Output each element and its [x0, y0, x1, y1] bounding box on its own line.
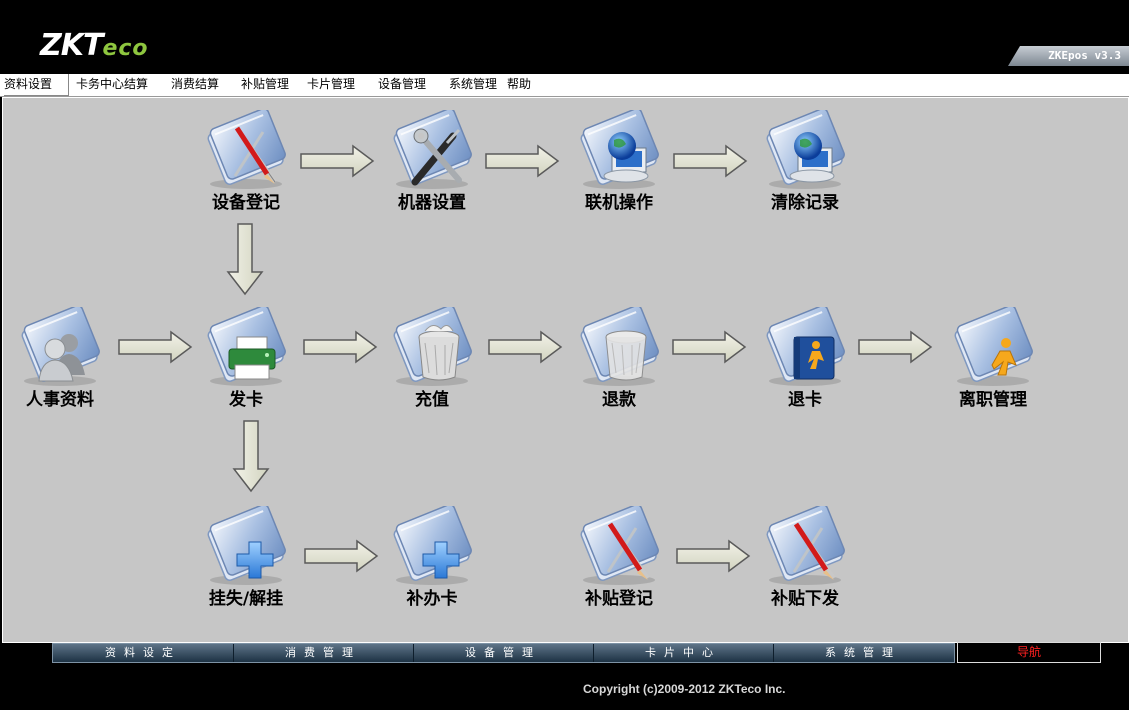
node-report-loss[interactable]: 挂失/解挂 — [191, 506, 301, 609]
node-return-card[interactable]: 退卡 — [750, 307, 860, 410]
arrow-right — [858, 330, 933, 364]
node-label: 挂失/解挂 — [208, 589, 284, 609]
runner-icon — [948, 307, 1038, 387]
node-label: 退款 — [602, 390, 636, 410]
menu-system-management[interactable]: 系统管理 — [449, 77, 498, 91]
node-label: 发卡 — [229, 390, 263, 410]
arrow-right — [673, 144, 748, 178]
node-label: 充值 — [415, 390, 449, 410]
pencil-ruler-icon — [760, 506, 850, 586]
plus-icon — [201, 506, 291, 586]
footer-tab-consumption[interactable]: 消费管理 — [233, 644, 414, 662]
menu-help[interactable]: 帮助 — [507, 77, 532, 91]
plus-icon — [387, 506, 477, 586]
node-label: 补贴下发 — [771, 589, 839, 609]
trash-empty-icon — [574, 307, 664, 387]
node-personnel[interactable]: 人事资料 — [5, 307, 115, 410]
menu-card-center-settlement[interactable]: 卡务中心结算 — [76, 77, 149, 91]
footer-tab-card-center[interactable]: 卡片中心 — [593, 644, 774, 662]
globe-computer-icon — [574, 110, 664, 190]
pencil-ruler-icon — [574, 506, 664, 586]
node-resignation[interactable]: 离职管理 — [938, 307, 1048, 410]
node-label: 补办卡 — [406, 589, 458, 609]
node-label: 人事资料 — [26, 390, 94, 410]
node-refund[interactable]: 退款 — [564, 307, 674, 410]
node-recharge[interactable]: 充值 — [377, 307, 487, 410]
zkteco-logo: ZKTeco — [40, 28, 149, 63]
arrow-right — [300, 144, 375, 178]
arrow-right — [488, 330, 563, 364]
node-replace-card[interactable]: 补办卡 — [377, 506, 487, 609]
menu-consumption-settlement[interactable]: 消费结算 — [171, 77, 220, 91]
menu-data-settings[interactable]: 资料设置 — [4, 74, 70, 96]
pencil-ruler-icon — [201, 110, 291, 190]
arrow-right — [118, 330, 193, 364]
arrow-right — [304, 539, 379, 573]
node-subsidy-register[interactable]: 补贴登记 — [564, 506, 674, 609]
arrow-right — [485, 144, 560, 178]
flow-panel: 设备登记 机器设置 联机操作 — [2, 97, 1129, 643]
wrench-screwdriver-icon — [387, 110, 477, 190]
node-label: 退卡 — [788, 390, 822, 410]
node-label: 离职管理 — [959, 390, 1027, 410]
arrow-right — [676, 539, 751, 573]
node-subsidy-issue[interactable]: 补贴下发 — [750, 506, 860, 609]
navigation-button[interactable]: 导航 — [957, 642, 1101, 663]
users-icon — [15, 307, 105, 387]
footer-tab-system[interactable]: 系统管理 — [825, 646, 901, 659]
book-runner-icon — [760, 307, 850, 387]
footer-tab-bar: 资料设定 消费管理 设备管理 卡片中心 系统管理 — [52, 643, 955, 663]
node-label: 清除记录 — [771, 193, 839, 213]
node-device-register[interactable]: 设备登记 — [191, 110, 301, 213]
node-label: 机器设置 — [398, 193, 466, 213]
menu-bar: 资料设置 卡务中心结算 消费结算 补贴管理 卡片管理 设备管理 系统管理 帮助 — [0, 74, 1129, 97]
arrow-right — [672, 330, 747, 364]
menu-card-management[interactable]: 卡片管理 — [307, 77, 356, 91]
node-clear-records[interactable]: 清除记录 — [750, 110, 860, 213]
node-issue-card[interactable]: 发卡 — [191, 307, 301, 410]
version-badge: ZKEpos v3.3 — [1008, 46, 1129, 66]
node-label: 联机操作 — [585, 193, 653, 213]
app-header: ZKTeco ZKEpos v3.3 — [0, 0, 1129, 74]
arrow-down — [232, 420, 270, 493]
footer-tab-data-settings[interactable]: 资料设定 — [53, 644, 234, 662]
node-label: 补贴登记 — [585, 589, 653, 609]
globe-computer-icon — [760, 110, 850, 190]
node-label: 设备登记 — [212, 193, 280, 213]
arrow-right — [303, 330, 378, 364]
menu-subsidy-management[interactable]: 补贴管理 — [241, 77, 290, 91]
trash-full-icon — [387, 307, 477, 387]
node-machine-settings[interactable]: 机器设置 — [377, 110, 487, 213]
footer-tab-device[interactable]: 设备管理 — [413, 644, 594, 662]
arrow-down — [226, 223, 264, 296]
node-online-operation[interactable]: 联机操作 — [564, 110, 674, 213]
printer-icon — [201, 307, 291, 387]
menu-device-management[interactable]: 设备管理 — [378, 77, 427, 91]
copyright-text: Copyright (c)2009-2012 ZKTeco Inc. — [583, 682, 786, 696]
